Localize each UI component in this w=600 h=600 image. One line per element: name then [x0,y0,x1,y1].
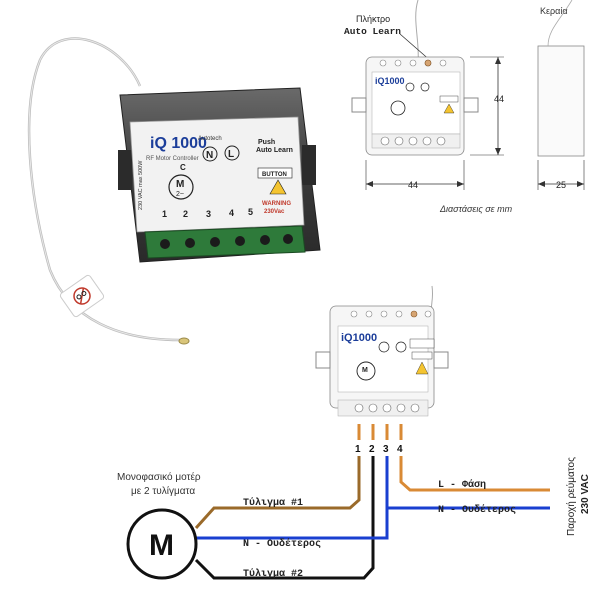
photo-term-3: 3 [206,209,211,219]
svg-text:iQ1000: iQ1000 [341,332,377,344]
photo-term-2: 2 [183,209,188,219]
label-neutral-left: N - Ουδέτερος [243,537,321,550]
wire-term-2: 2 [369,444,375,455]
motor-symbol [126,508,198,580]
photo-c: C [180,163,186,172]
device-label [129,116,305,233]
label-antenna: Κεραία [540,6,568,16]
label-autolearn: Auto Learn [344,26,401,37]
photo-button: BUTTON [262,172,287,178]
photo-term-1: 1 [162,209,167,219]
label-phase: L - Φάση [438,478,486,491]
wiring-diagram: iQ1000 M 1 2 3 4 M [117,285,591,580]
photo-warning: WARNING [262,201,291,207]
label-winding-1: Τύλιγμα #1 [243,496,303,509]
photo-brand: iQ 1000 [150,135,207,152]
wire-phase [399,456,550,492]
label-winding-2: Τύλιγμα #2 [243,567,303,580]
wire-winding-1 [194,456,361,530]
no-cut-icon [73,287,91,305]
dim-height: 44 [494,94,504,104]
motor-letter: M [149,529,174,562]
wire-neutral-left [196,456,389,540]
antenna-tag [59,274,105,318]
motor-label-2: με 2 τυλίγματα [131,485,195,497]
photo-brand-sub: RF Motor Controller [146,156,199,162]
photo-l: L [228,149,234,160]
photo-warning-v: 230Vac [264,209,285,215]
svg-text:iQ1000: iQ1000 [375,76,405,86]
dimension-drawing: Πλήκτρο Auto Learn Κεραία iQ1000 [344,0,585,214]
photo-term-5: 5 [248,207,253,217]
photo-term-4: 4 [229,208,234,218]
label-supply-1: Παροχή ρεύματος [565,457,577,536]
antenna-end [178,337,190,345]
label-button: Πλήκτρο [356,14,390,24]
dim-caption: Διαστάσεις σε mm [439,204,513,214]
svg-text:M: M [362,367,368,374]
device-photo: iQ 1000 RF Motor Controller Autotech N L… [27,37,321,345]
photo-autolearn: Auto Learn [256,147,293,154]
photo-push: Push [258,139,275,146]
dim-depth: 25 [556,180,566,190]
motor-label-1: Μονοφασικό μοτέρ [117,471,201,483]
label-supply-2: 230 VAC [580,474,591,514]
wire-winding-2 [194,456,375,580]
wire-term-4: 4 [397,444,403,455]
photo-maker: Autotech [198,136,222,142]
photo-n: N [206,150,213,161]
photo-rating: 230 VAC max 500W [138,160,144,210]
wire-term-1: 1 [355,444,361,455]
wire-term-3: 3 [383,444,389,455]
dim-width: 44 [408,180,418,190]
photo-motor-sub: 2~ [176,191,184,198]
label-neutral-right: N - Ουδέτερος [438,503,516,516]
photo-motor: M [176,179,184,190]
